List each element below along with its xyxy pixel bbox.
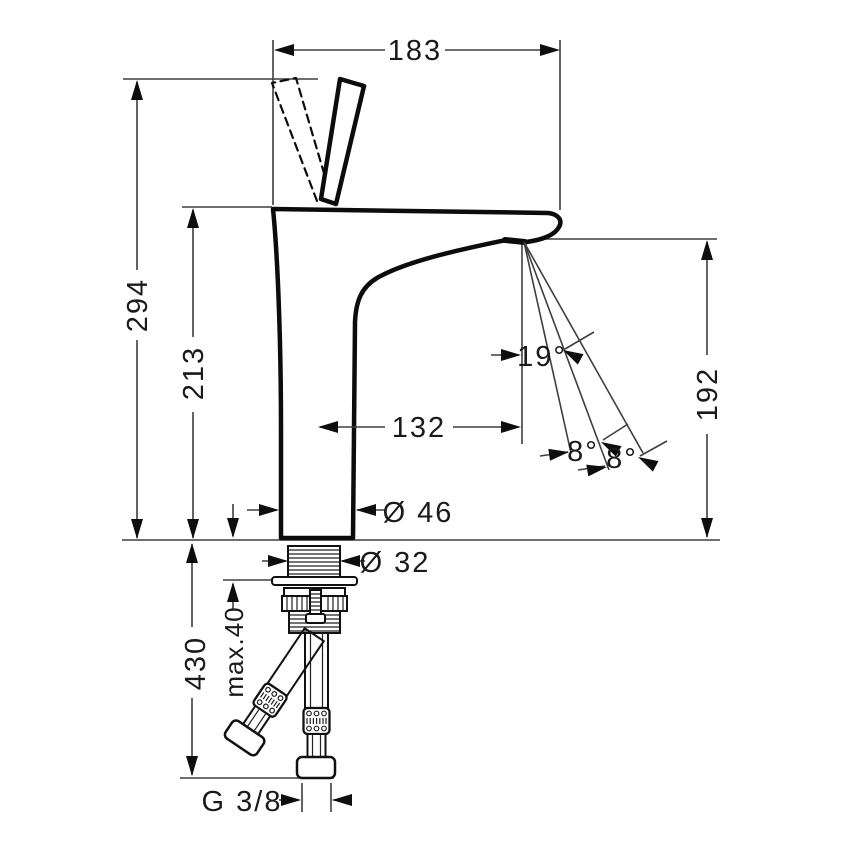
hose-tube [304, 632, 329, 709]
label-19deg: 19° [517, 341, 567, 373]
dimension-labels: 183 294 213 192 132 19° 8° 8° Ø 46 Ø 32 … [122, 35, 724, 818]
arrow-183-right [540, 44, 560, 56]
crimp-pattern [306, 710, 327, 732]
arrow-8deg-second-left [586, 464, 607, 477]
arrow-max40-up [227, 582, 239, 602]
nut-knurl-lines [286, 597, 344, 610]
arrowheads [131, 44, 713, 806]
arrow-max40-down [227, 518, 239, 538]
label-8deg-first: 8° [567, 436, 599, 468]
handle-phantom-outline [270, 76, 333, 203]
arrow-183-left [274, 44, 294, 56]
label-183: 183 [388, 35, 442, 67]
faucet [223, 76, 563, 780]
jet-line-nominal19 [523, 241, 610, 471]
hose-hex-nut [223, 719, 266, 757]
reference-lines [122, 40, 720, 779]
arrow-dia46-left [259, 504, 279, 516]
hose-tube-inner-lines [309, 633, 324, 708]
arrow-430-top [186, 543, 198, 563]
arrow-294-bottom [131, 519, 143, 539]
label-430: 430 [180, 636, 212, 690]
arrow-dia46-right [356, 504, 376, 516]
jet-angle-lines [523, 241, 644, 471]
arrow-g38-left [281, 794, 301, 806]
arrow-dia32-right [340, 555, 360, 567]
handle-lever-outline [318, 76, 367, 207]
neck-inner-lines [311, 735, 322, 757]
arrow-294-top [131, 80, 143, 100]
arrow-192-top [701, 240, 713, 260]
arrow-dia32-left [268, 555, 288, 567]
jet-line-plus8 [523, 241, 644, 454]
spout-aerator-nub [502, 237, 528, 245]
label-294: 294 [122, 278, 154, 332]
arrow-8deg-first-right [601, 442, 622, 457]
arrow-8deg-second-right [638, 457, 659, 472]
label-192: 192 [692, 367, 724, 421]
arrow-19deg-left [501, 349, 521, 361]
arrow-430-bottom [186, 756, 198, 776]
arrow-213-bottom [187, 519, 199, 539]
jet-line-minus8 [523, 241, 572, 454]
label-dia46: Ø 46 [383, 497, 454, 529]
stud-slot-cap [305, 613, 326, 624]
crimp-pattern [256, 686, 284, 714]
supply-hose-angled [223, 626, 326, 757]
label-213: 213 [178, 346, 210, 400]
arrow-213-top [187, 208, 199, 228]
hose-hex-nut [295, 755, 337, 780]
label-g38: G 3/8 [202, 786, 283, 818]
arrow-132-right [501, 421, 521, 433]
arrow-g38-right [332, 794, 352, 806]
dim-ticks-g38 [301, 783, 332, 812]
arrow-192-bottom [701, 518, 713, 538]
hose-connector-neck [306, 733, 327, 759]
mounting-nut [281, 587, 348, 634]
arrow-132-left [318, 421, 338, 433]
label-max40: max.40 [219, 606, 249, 697]
arrow-8deg-first-left [548, 448, 569, 461]
neck-inner-lines [247, 709, 267, 731]
mounting-flange-washer [271, 576, 358, 586]
label-8deg-second: 8° [606, 443, 638, 475]
arrow-19deg-right [563, 350, 584, 365]
stud-thread-hatching [311, 593, 320, 611]
label-dia32: Ø 32 [360, 547, 431, 579]
label-132: 132 [392, 412, 446, 444]
dimension-lines [136, 49, 708, 812]
shank-thread-hatching [289, 549, 339, 575]
supply-hose-vertical [295, 632, 337, 780]
faucet-body-outline [270, 206, 563, 541]
